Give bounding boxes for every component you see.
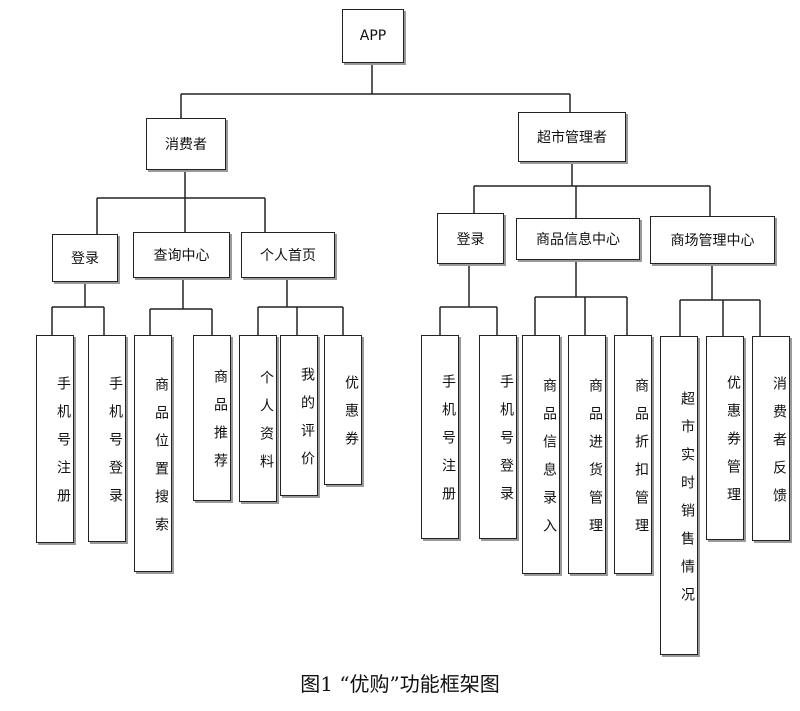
leaf-coupon-mgmt: 优惠券管理 — [706, 336, 744, 540]
leaf-goods-recommend: 商品推荐 — [193, 335, 231, 501]
consumer-node: 消费者 — [146, 118, 226, 170]
admin-login-node: 登录 — [437, 213, 504, 264]
leaf-phone-login: 手机号登录 — [88, 335, 126, 542]
leaf-goods-info-entry: 商品信息录入 — [522, 335, 560, 574]
mall-mgmt-center-node: 商场管理中心 — [650, 216, 775, 264]
query-center-node: 查询中心 — [133, 232, 230, 278]
leaf-my-reviews: 我的评价 — [280, 335, 318, 496]
leaf-goods-discount-mgmt: 商品折扣管理 — [614, 335, 652, 574]
leaf-coupon: 优惠券 — [324, 335, 362, 485]
leaf-consumer-feedback: 消费者反馈 — [752, 336, 790, 541]
leaf-admin-phone-login: 手机号登录 — [479, 335, 517, 539]
figure-caption: 图1 “优购”功能框架图 — [300, 672, 500, 696]
leaf-goods-location-search: 商品位置搜索 — [134, 335, 172, 572]
leaf-goods-purchase-mgmt: 商品进货管理 — [568, 335, 606, 574]
leaf-phone-register: 手机号注册 — [36, 335, 74, 543]
goods-info-center-node: 商品信息中心 — [516, 218, 640, 260]
leaf-realtime-sales: 超市实时销售情况 — [660, 336, 698, 655]
admin-node: 超市管理者 — [518, 112, 626, 162]
root-node: APP — [342, 9, 404, 63]
personal-home-node: 个人首页 — [241, 232, 335, 278]
consumer-login-node: 登录 — [52, 234, 118, 282]
leaf-admin-phone-register: 手机号注册 — [421, 335, 459, 539]
leaf-personal-profile: 个人资料 — [239, 335, 277, 502]
